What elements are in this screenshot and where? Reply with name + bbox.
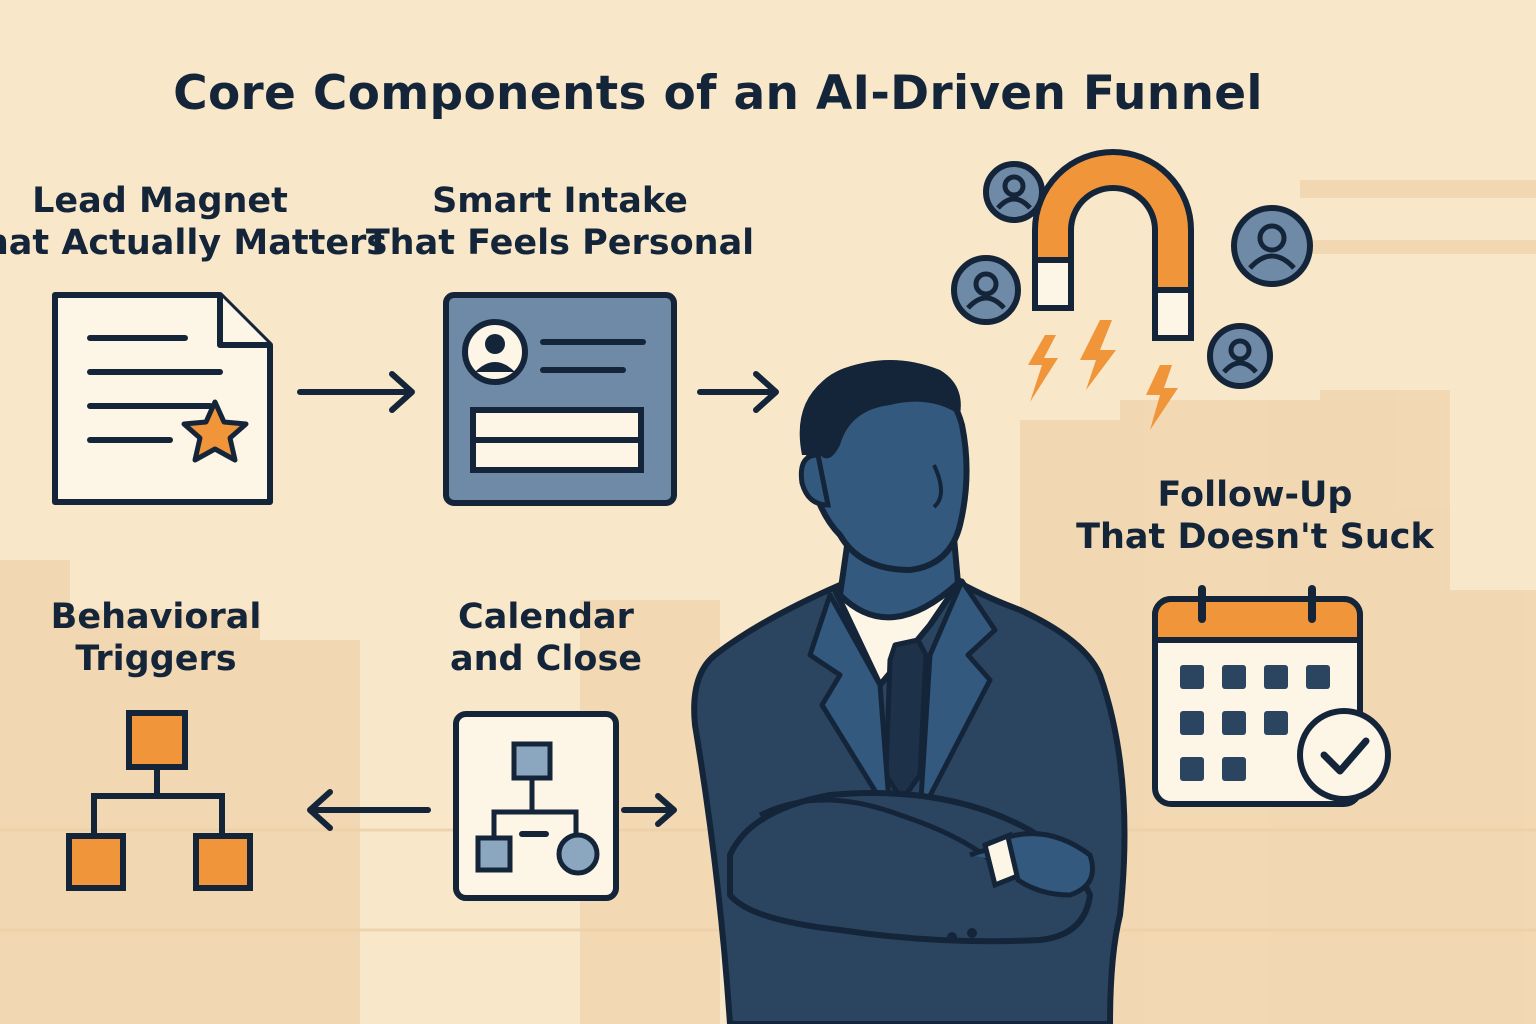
arrow-right-icon: [297, 371, 415, 413]
magnet-attracting-users-icon: [951, 149, 1313, 430]
calendar-close-title: Calendar: [458, 597, 634, 637]
behavioral-triggers-label: Behavioral Triggers: [0, 596, 356, 680]
user-avatar-icon: [983, 161, 1045, 223]
calendar-close-label: Calendar and Close: [346, 596, 746, 680]
lead-magnet-label: Lead Magnet That Actually Matters: [0, 180, 388, 264]
workflow-card-icon: [453, 711, 619, 901]
smart-intake-label: Smart Intake That Feels Personal: [360, 180, 760, 264]
arrow-right-icon: [697, 371, 779, 413]
arrow-right-icon: [621, 793, 677, 827]
diagram-title: Core Components of an AI-Driven Funnel: [173, 66, 1263, 121]
follow-up-label: Follow-Up That Doesn't Suck: [1055, 474, 1455, 558]
smart-intake-title: Smart Intake: [432, 181, 688, 221]
profile-form-icon: [443, 292, 677, 506]
lead-magnet-title: Lead Magnet: [32, 181, 288, 221]
behavioral-triggers-title: Behavioral: [50, 597, 262, 637]
follow-up-subtitle: That Doesn't Suck: [1076, 517, 1434, 557]
flowchart-icon: [66, 710, 253, 891]
businessman-figure: [691, 360, 1128, 1024]
calendar-close-subtitle: and Close: [449, 639, 643, 679]
arrow-left-icon: [307, 789, 431, 831]
behavioral-triggers-subtitle: Triggers: [75, 639, 237, 679]
document-star-icon: [52, 292, 273, 505]
calendar-check-icon: [1152, 585, 1391, 807]
follow-up-title: Follow-Up: [1157, 475, 1353, 515]
smart-intake-subtitle: That Feels Personal: [365, 223, 755, 263]
lead-magnet-subtitle: That Actually Matters: [0, 223, 388, 263]
